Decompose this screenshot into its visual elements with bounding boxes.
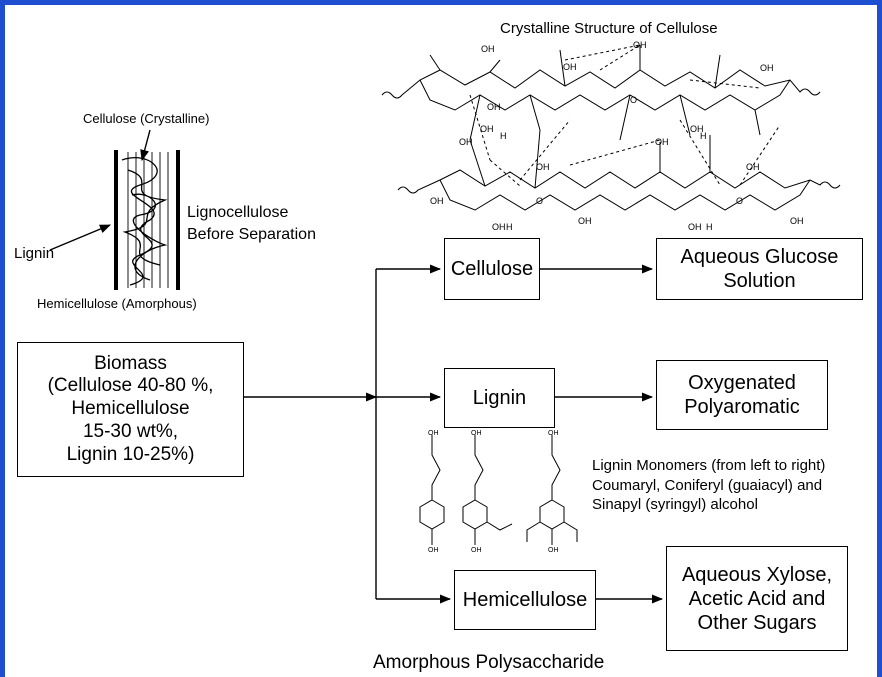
oh-label-10: OH bbox=[536, 162, 550, 172]
oh-label-9: OH bbox=[459, 137, 473, 147]
structure-title: Crystalline Structure of Cellulose bbox=[500, 20, 718, 37]
oh-label-6: OH bbox=[487, 102, 501, 112]
cellulose-upper-chain bbox=[381, 69, 821, 99]
hydrogen-bonds bbox=[469, 44, 781, 187]
lignin-pointer-arrow bbox=[49, 224, 112, 251]
xylose-box-text: Aqueous Xylose, Acetic Acid and Other Su… bbox=[681, 563, 833, 634]
amorphous-polysaccharide-label: Amorphous Polysaccharide bbox=[373, 652, 605, 673]
oh-label-13: OH bbox=[492, 222, 506, 232]
h-label-4: H bbox=[700, 131, 707, 141]
polyaromatic-box: Oxygenated Polyaromatic bbox=[656, 360, 828, 430]
o-label-1: O bbox=[536, 196, 544, 206]
cellulose-lower-chain-lower bbox=[439, 179, 811, 211]
oh-label-16: OH bbox=[790, 216, 804, 226]
cellulose-lower-chain bbox=[397, 169, 841, 194]
cellulose-pointer-arrow bbox=[140, 129, 151, 162]
lignocellulose-label: Lignocellulose Before Separation bbox=[187, 204, 316, 243]
oh-label-15: OH bbox=[688, 222, 702, 232]
h-label-2: H bbox=[706, 222, 713, 232]
cellulose-box-text: Cellulose bbox=[450, 258, 534, 280]
cellulose-upper-chain-lower bbox=[419, 79, 791, 111]
side-chains bbox=[429, 45, 761, 189]
oh-label-5: OH bbox=[480, 124, 494, 134]
coumaryl-oh-top: OH bbox=[428, 430, 439, 437]
lignin-box-text: Lignin bbox=[472, 387, 527, 409]
oh-label-12: OH bbox=[430, 196, 444, 206]
cellulose-crystalline-label: Cellulose (Crystalline) bbox=[83, 111, 210, 126]
oh-label-4: OH bbox=[760, 63, 774, 73]
coniferyl-oh-bottom: OH bbox=[471, 547, 482, 554]
oh-label-8: OH bbox=[655, 137, 669, 147]
xylose-box: Aqueous Xylose, Acetic Acid and Other Su… bbox=[666, 546, 848, 651]
lignin-box: Lignin bbox=[444, 368, 555, 428]
biomass-box: Biomass (Cellulose 40-80 %, Hemicellulos… bbox=[17, 342, 244, 477]
oh-label-3: OH bbox=[633, 40, 647, 50]
h-label-1: H bbox=[506, 222, 513, 232]
o-label-2: O bbox=[736, 196, 744, 206]
cellulose-box: Cellulose bbox=[444, 238, 540, 300]
oh-label-11: OH bbox=[746, 162, 760, 172]
coumaryl-structure bbox=[419, 435, 445, 545]
coumaryl-oh-bottom: OH bbox=[428, 547, 439, 554]
glucose-solution-box-text: Aqueous Glucose Solution bbox=[680, 246, 839, 292]
hemicellulose-amorphous-label: Hemicellulose (Amorphous) bbox=[37, 296, 197, 311]
oh-label-1: OH bbox=[481, 44, 495, 54]
coniferyl-oh-top: OH bbox=[471, 430, 482, 437]
sinapyl-oh-top: OH bbox=[548, 430, 559, 437]
lignin-monomers-caption: Lignin Monomers (from left to right) Cou… bbox=[592, 457, 826, 513]
lignin-pointer-label: Lignin bbox=[14, 245, 55, 262]
sinapyl-structure bbox=[526, 435, 578, 545]
glucose-solution-box: Aqueous Glucose Solution bbox=[656, 238, 863, 300]
polyaromatic-box-text: Oxygenated Polyaromatic bbox=[684, 372, 800, 418]
oh-label-2: OH bbox=[563, 62, 577, 72]
hemicellulose-box-text: Hemicellulose bbox=[462, 589, 588, 611]
hemicellulose-box: Hemicellulose bbox=[454, 570, 596, 630]
biomass-box-text: Biomass (Cellulose 40-80 %, Hemicellulos… bbox=[47, 352, 214, 465]
h-label-3: H bbox=[500, 131, 507, 141]
o-label-3: O bbox=[630, 95, 638, 105]
sinapyl-oh-bottom: OH bbox=[548, 547, 559, 554]
oh-label-14: OH bbox=[578, 216, 592, 226]
coniferyl-structure bbox=[462, 435, 513, 545]
oh-label-7: OH bbox=[690, 124, 704, 134]
